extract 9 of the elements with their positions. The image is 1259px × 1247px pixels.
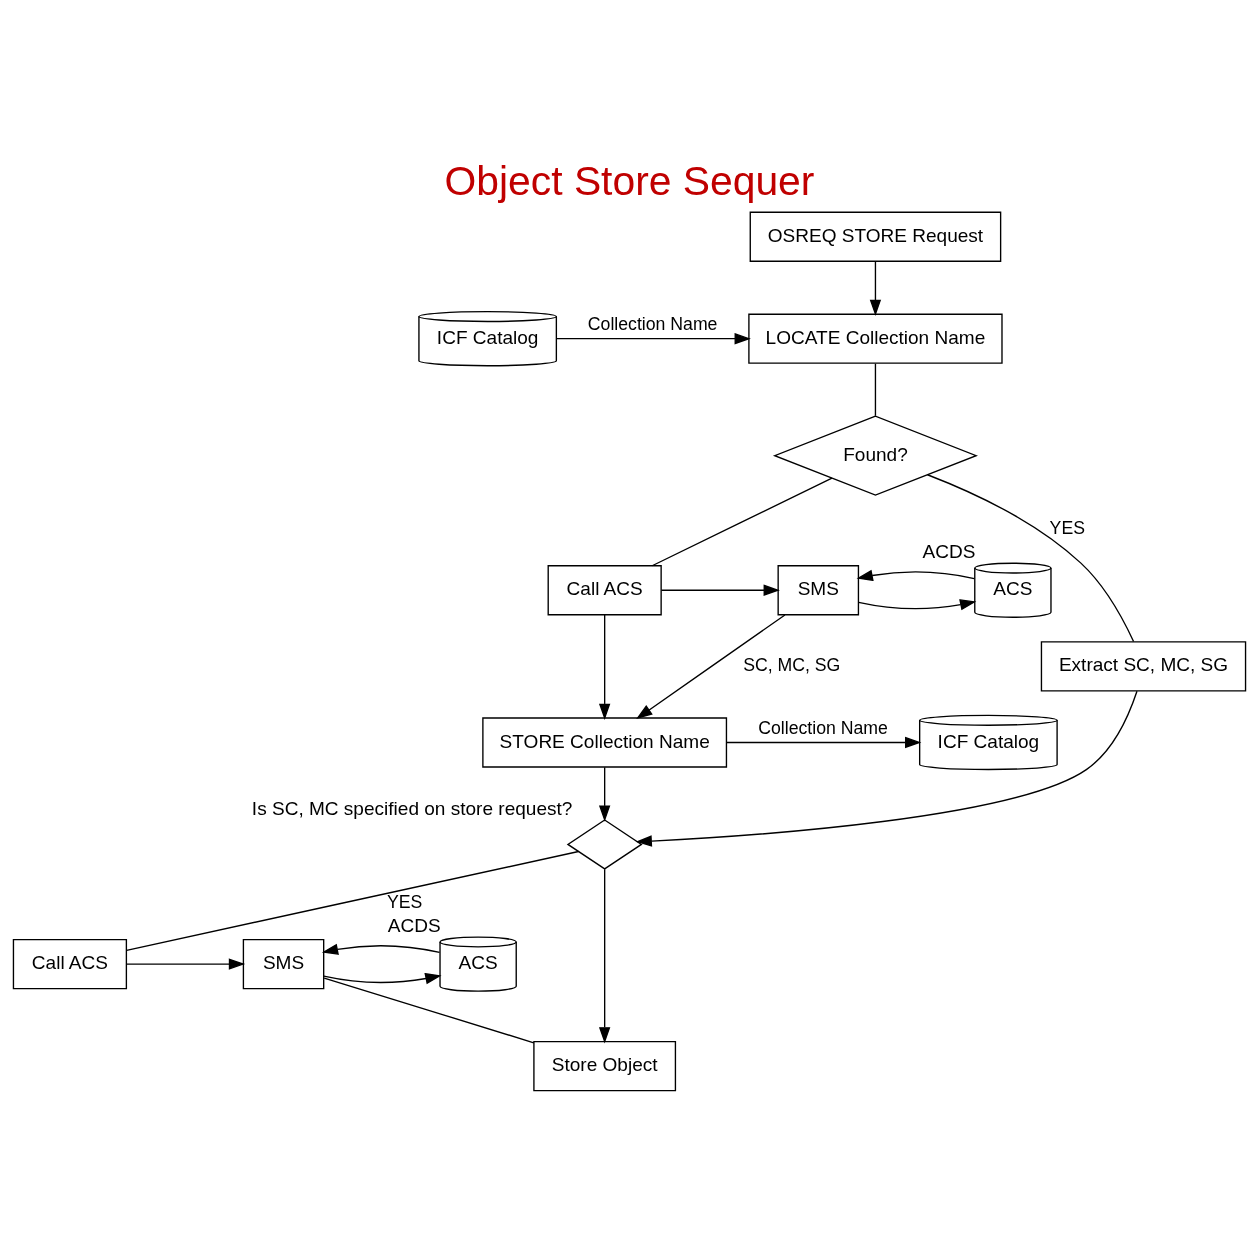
diagram-title: Object Store Sequer [444,157,815,204]
edge-label: SC, MC, SG [743,654,841,675]
node-label: Is SC, MC specified on store request? [251,797,573,819]
edge-label: Collection Name [587,313,718,334]
edge-label: Collection Name [758,717,888,738]
edge-label: YES [386,891,423,912]
edge-label: YES [1049,517,1085,538]
node-label: ACDS [387,914,441,936]
node-label: ACDS [922,540,976,562]
